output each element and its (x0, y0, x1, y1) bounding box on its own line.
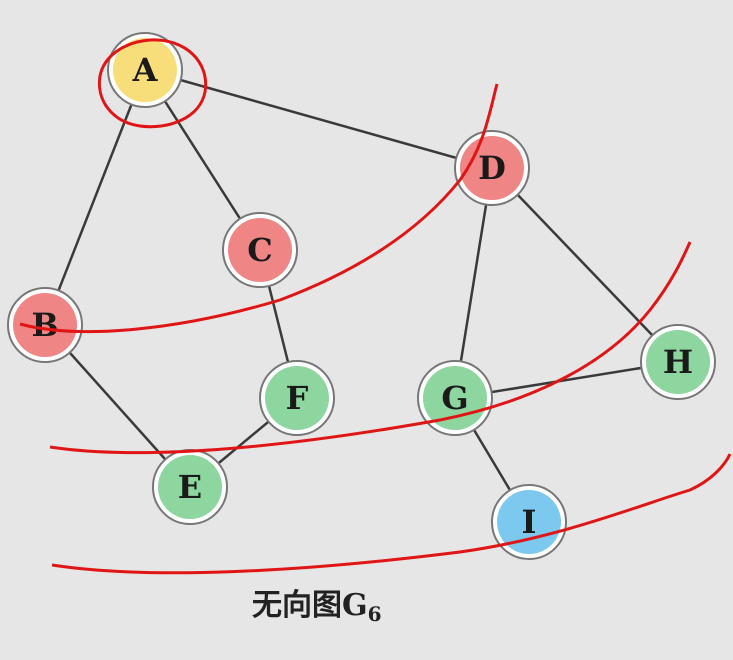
annotation-curve-3 (51, 453, 732, 575)
node-fill (497, 490, 561, 554)
caption-main: 无向图G (252, 588, 368, 623)
node-fill (646, 330, 710, 394)
node-fill (13, 293, 77, 357)
node-fill (265, 366, 329, 430)
edge-d-h (491, 167, 679, 363)
node-label: B (31, 306, 58, 344)
node-a: A (107, 32, 183, 108)
node-label: A (132, 51, 159, 89)
node-label: H (663, 343, 693, 381)
node-h: H (640, 324, 716, 400)
annotation-circle-a (97, 38, 208, 129)
edge-d-g (453, 167, 494, 399)
node-fill (228, 218, 292, 282)
nodes-layer: A B C D E F G H I (7, 32, 716, 560)
node-g: G (417, 360, 493, 436)
edge-a-d (144, 68, 493, 170)
graph-caption: 无向图G6 (252, 588, 382, 626)
node-label: I (522, 503, 537, 541)
annotations-layer (19, 38, 732, 575)
caption-subscript: 6 (368, 602, 382, 626)
node-fill (158, 455, 222, 519)
node-label: F (286, 379, 309, 417)
node-f: F (259, 360, 335, 436)
node-label: C (247, 231, 272, 269)
edge-a-b (43, 69, 147, 326)
node-e: E (152, 449, 228, 525)
node-label: G (441, 379, 468, 417)
node-i: I (491, 484, 567, 560)
node-c: C (222, 212, 298, 288)
node-b: B (7, 287, 83, 363)
annotation-curve-2 (49, 241, 692, 455)
annotation-curve-1 (19, 83, 499, 334)
node-fill (113, 38, 177, 102)
node-label: D (478, 149, 506, 187)
node-label: E (178, 468, 202, 506)
